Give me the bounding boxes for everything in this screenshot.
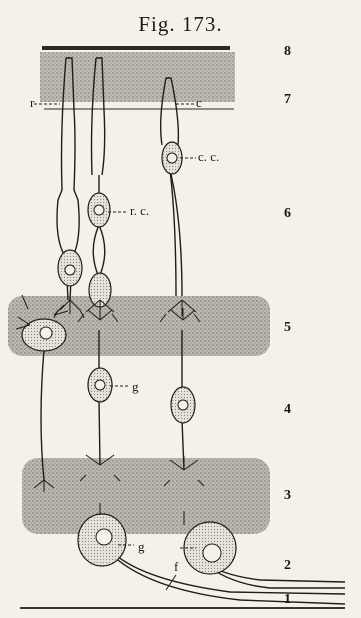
label-r: r	[30, 96, 34, 110]
layer-number-1: 1	[284, 592, 291, 608]
layer-number-2: 2	[284, 558, 291, 574]
label-c: c	[196, 96, 202, 110]
layer-number-6: 6	[284, 206, 291, 222]
layer-number-5: 5	[284, 320, 291, 336]
label-cc: c. c.	[198, 150, 219, 164]
layer-number-3: 3	[284, 488, 291, 504]
label-f: f	[174, 560, 178, 574]
layer-number-7: 7	[284, 92, 291, 108]
layer-3-zone	[22, 458, 270, 534]
layer-number-8: 8	[284, 44, 291, 60]
layer-7-zone	[40, 52, 235, 102]
label-rc: r. c.	[130, 204, 149, 218]
label-g-lower: g	[138, 540, 145, 554]
layer-8-band	[42, 46, 230, 50]
label-g-upper: g	[132, 380, 139, 394]
layer-number-4: 4	[284, 402, 291, 418]
